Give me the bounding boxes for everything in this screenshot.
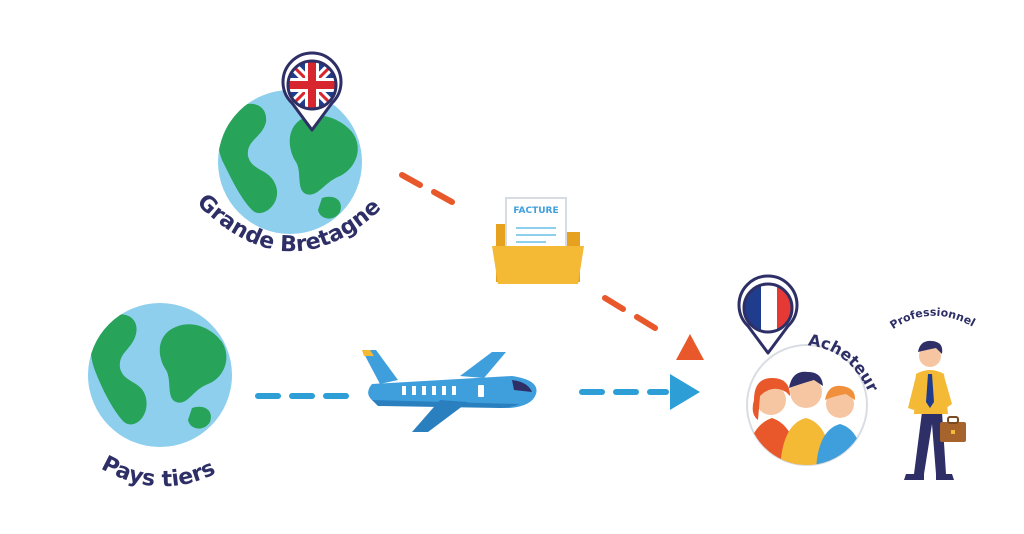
invoice-flow-arrow (399, 172, 658, 331)
goods-flow-arrow (255, 389, 669, 399)
label-pays-tiers: Pays tiers (98, 451, 220, 492)
invoice-label: FACTURE (513, 206, 558, 216)
invoice-folder-icon (492, 197, 584, 284)
france-location-pin-icon (737, 274, 799, 355)
professional-person-icon (904, 340, 966, 480)
airplane-icon (362, 350, 537, 432)
buyer-group-icon (746, 344, 868, 466)
goods-arrow-head (670, 374, 700, 410)
invoice-arrow-head (676, 334, 704, 360)
globe-uk-icon (218, 90, 362, 234)
label-professionnel: Professionnel (888, 306, 978, 332)
uk-location-pin-icon (281, 51, 343, 132)
globe-third-country-icon (88, 303, 232, 447)
